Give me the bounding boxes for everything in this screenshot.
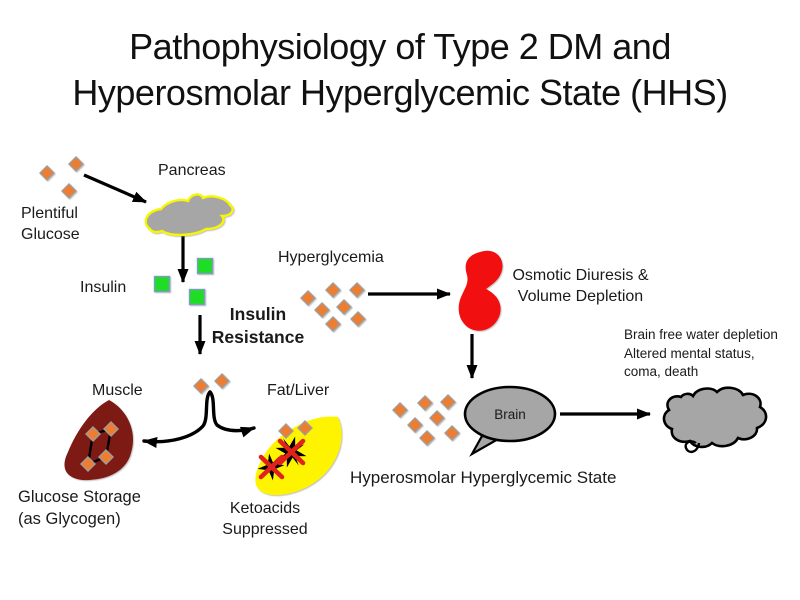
glucose-diamond-icon xyxy=(193,378,209,394)
arrow-fork-to-fatliver xyxy=(208,390,256,438)
red-x-icon xyxy=(277,438,306,466)
glucose-diamond-icon xyxy=(349,282,365,298)
insulin-resistance-label: Insulin Resistance xyxy=(211,304,305,348)
hyperglycemia-label: Hyperglycemia xyxy=(278,249,384,266)
fat-liver-label: Fat/Liver xyxy=(267,382,330,399)
glucose-diamond-icon xyxy=(214,373,230,389)
glucose-diamond-icon xyxy=(336,299,352,315)
arrow-fork-to-muscle xyxy=(142,390,212,448)
glucose-diamond-icon xyxy=(444,425,460,441)
plentiful-glucose-label: Plentiful Glucose xyxy=(21,205,80,244)
brain-bubble-body xyxy=(463,385,557,443)
cloud-curl-tail xyxy=(684,440,701,454)
muscle-label: Muscle xyxy=(92,382,143,399)
insulin-label: Insulin xyxy=(80,279,127,296)
shriveled-brain-cloud xyxy=(662,386,768,454)
red-x-marks xyxy=(258,438,306,480)
arrow-glucose-to-pancreas xyxy=(83,173,147,204)
ketoacids-label: Ketoacids Suppressed xyxy=(222,500,308,539)
glucose-diamond-icon xyxy=(440,394,456,410)
glucose-diamond-icon xyxy=(429,410,445,426)
hhs-label: Hyperosmolar Hyperglycemic State xyxy=(350,468,617,487)
glucose-diamond-icon xyxy=(417,395,433,411)
glucose-diamond-icon xyxy=(68,156,84,172)
glucose-diamond-icon xyxy=(61,183,77,199)
glucose-storage-label: Glucose Storage (as Glycogen) xyxy=(18,488,141,529)
pancreas-shape xyxy=(144,193,234,237)
muscle-shape xyxy=(64,400,134,481)
red-x-icon xyxy=(258,454,285,480)
insulin-square-icon xyxy=(153,275,171,293)
brain-label: Brain xyxy=(494,407,526,422)
glucose-diamond-icon xyxy=(350,311,366,327)
glucose-diamond-icon xyxy=(325,316,341,332)
glucose-diamond-icon xyxy=(325,282,341,298)
brain-glucose-cluster xyxy=(392,394,460,446)
title-line-1: Pathophysiology of Type 2 DM and xyxy=(129,26,671,67)
title-line-2: Hyperosmolar Hyperglycemic State (HHS) xyxy=(72,72,728,114)
glucose-diamond-icon xyxy=(392,402,408,418)
insulin-square-icon xyxy=(196,257,214,275)
glucose-diamond-icon xyxy=(419,430,435,446)
pancreas-label: Pancreas xyxy=(158,162,226,179)
fork-glucose-pair xyxy=(193,373,230,394)
plentiful-glucose-cluster xyxy=(39,156,84,199)
page-title: Pathophysiology of Type 2 DM and Hyperos… xyxy=(0,24,800,116)
glucose-diamond-icon xyxy=(39,165,55,181)
brain-effects-label: Brain free water depletion Altered menta… xyxy=(624,327,778,380)
glucose-diamond-icon xyxy=(314,302,330,318)
brain-bubble xyxy=(463,385,557,457)
kidney-shape xyxy=(458,250,503,331)
osmotic-diuresis-label: Osmotic Diuresis & Volume Depletion xyxy=(512,267,649,306)
cloud-body xyxy=(662,386,768,449)
glucose-diamond-icon xyxy=(407,417,423,433)
